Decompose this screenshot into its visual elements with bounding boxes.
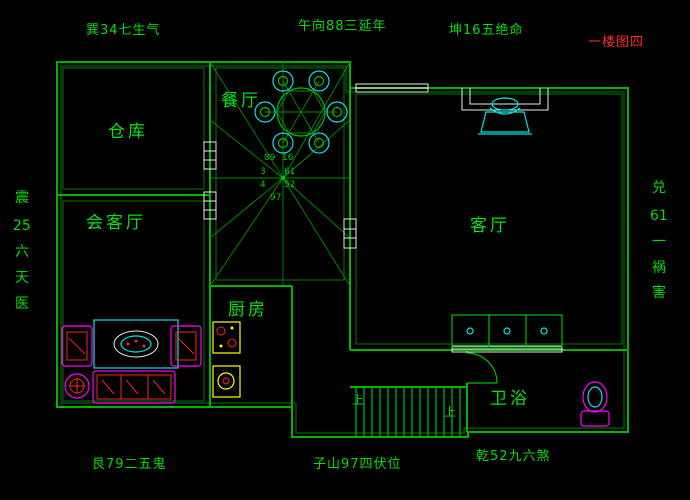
dining-table-set [254, 70, 348, 154]
room-label-living: 客厅 [470, 216, 510, 236]
center-number: 16 [282, 153, 294, 163]
outer-walls [56, 61, 629, 438]
compass-label-top-right: 坤16五绝命 [449, 22, 524, 38]
compass-left-char: 25 [13, 218, 31, 234]
center-number: 52 [284, 180, 295, 190]
dining-chair [308, 132, 330, 154]
living-cabinet-niche [461, 88, 549, 111]
window-icon [451, 345, 563, 353]
window-icon [355, 83, 429, 93]
bathroom-door [466, 352, 498, 384]
compass-right-char: 兑 [652, 180, 666, 196]
compass-label-right: 兑 61 一 祸 害 [650, 180, 668, 301]
dining-chair [308, 70, 330, 92]
living-sofa [451, 314, 563, 348]
armchair [61, 325, 93, 367]
room-label-reception: 会客厅 [86, 213, 146, 233]
toilet [580, 381, 610, 427]
room-label-bath: 卫浴 [490, 389, 530, 409]
window-icon [343, 218, 357, 249]
compass-label-bottom-center: 子山97四伏位 [313, 457, 402, 472]
dining-chair [272, 70, 294, 92]
compass-label-top-center: 午向88三延年 [298, 18, 387, 34]
drawing-title: 一楼图四 [588, 35, 644, 50]
kitchen-stove [212, 321, 241, 354]
center-number: 4 [260, 180, 266, 190]
reception-rug [93, 319, 179, 369]
kitchen-sink [212, 365, 241, 398]
armchair [170, 325, 202, 367]
room-label-kitchen: 厨房 [228, 300, 268, 320]
compass-right-char: 祸 [652, 260, 666, 276]
room-label-storage: 仓库 [108, 122, 148, 142]
compass-right-char: 一 [652, 234, 666, 250]
stairs-up-label: 上 [444, 405, 456, 419]
center-number: 97 [270, 193, 281, 203]
coffee-table [64, 373, 90, 399]
compass-left-char: 震 [15, 190, 29, 206]
living-appliance [478, 97, 532, 135]
compass-label-bottom-right: 乾52九六煞 [476, 449, 551, 464]
sofa [92, 370, 176, 404]
fengshui-center-point [281, 176, 285, 180]
window-icon [203, 141, 217, 170]
center-number: 3 [260, 167, 266, 177]
compass-label-top-left: 巽34七生气 [86, 22, 161, 38]
compass-label-bottom-left: 艮79二五鬼 [92, 456, 167, 472]
inner-walls [57, 62, 628, 437]
room-label-dining: 餐厅 [221, 91, 261, 111]
compass-left-char: 医 [15, 296, 29, 312]
dining-chair [326, 101, 348, 123]
window-symbols [203, 83, 563, 353]
compass-label-left: 震 25 六 天 医 [13, 190, 31, 312]
stairs-up-label: 上 [352, 393, 364, 407]
fengshui-sector-lines [209, 61, 351, 287]
window-icon [203, 191, 217, 220]
compass-left-char: 六 [15, 244, 29, 260]
compass-right-char: 害 [652, 285, 666, 301]
stairs: 上 上 [352, 387, 461, 437]
compass-left-char: 天 [15, 270, 29, 286]
dining-chair [254, 101, 276, 123]
fengshui-center-numbers: 89 16 3 61 4 52 97 [260, 153, 295, 203]
center-number: 89 [264, 153, 276, 163]
center-number: 61 [284, 167, 295, 177]
compass-right-char: 61 [650, 208, 668, 224]
dining-chair [272, 132, 294, 154]
